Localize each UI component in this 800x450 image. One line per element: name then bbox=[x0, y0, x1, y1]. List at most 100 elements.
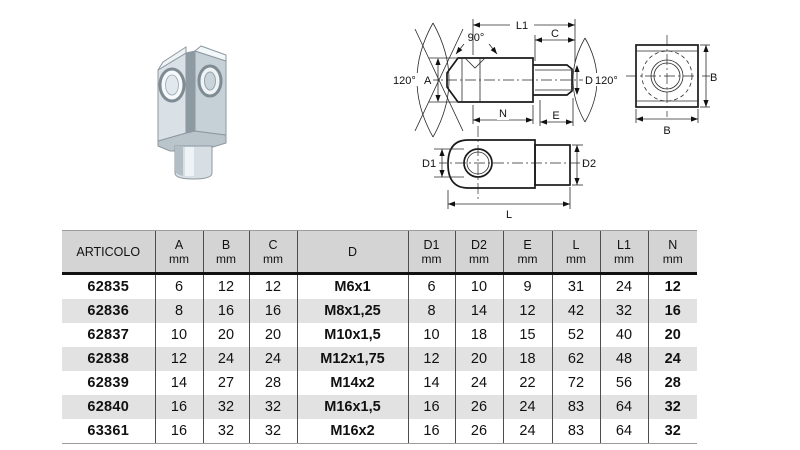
cell-b: 27 bbox=[202, 371, 249, 395]
cell-d2: 26 bbox=[454, 395, 503, 419]
table-row: 63361 16 32 32 M16x2 16 26 24 83 64 32 bbox=[62, 419, 697, 444]
cell-d: M14x2 bbox=[296, 371, 408, 395]
dim-l1-label: L1 bbox=[516, 20, 528, 32]
cell-d2: 24 bbox=[454, 371, 503, 395]
dim-d-label: D bbox=[585, 75, 593, 87]
cell-d2: 10 bbox=[454, 273, 503, 299]
cell-a: 14 bbox=[154, 371, 203, 395]
dim-a-label: A bbox=[424, 75, 432, 87]
cell-d1: 12 bbox=[407, 347, 455, 371]
cell-articolo: 62840 bbox=[87, 399, 130, 415]
cell-l1: 64 bbox=[599, 395, 648, 419]
dim-d1-label: D1 bbox=[422, 158, 436, 170]
dim-l-label: L bbox=[506, 209, 512, 221]
cell-n: 32 bbox=[647, 419, 697, 444]
cell-d2: 14 bbox=[454, 299, 503, 323]
cell-articolo: 62838 bbox=[87, 351, 130, 367]
cell-b: 32 bbox=[202, 395, 249, 419]
cell-d1: 16 bbox=[407, 419, 455, 444]
cell-l1: 40 bbox=[599, 323, 648, 347]
cell-articolo: 62839 bbox=[87, 375, 130, 391]
cell-c: 16 bbox=[248, 299, 297, 323]
dim-b-right-label: B bbox=[710, 72, 717, 84]
col-header-articolo: ARTICOLO bbox=[62, 230, 155, 275]
dim-n-label: N bbox=[499, 108, 507, 120]
dim-c-label: C bbox=[551, 28, 559, 40]
cell-d: M16x2 bbox=[296, 419, 408, 444]
cell-l1: 64 bbox=[599, 419, 648, 444]
cell-c: 20 bbox=[248, 323, 297, 347]
cell-c: 24 bbox=[248, 347, 297, 371]
cell-e: 24 bbox=[502, 419, 552, 444]
cell-l1: 24 bbox=[599, 273, 648, 299]
cell-d1: 6 bbox=[407, 273, 455, 299]
dim-b-bottom-label: B bbox=[663, 125, 670, 137]
cell-b: 32 bbox=[202, 419, 249, 444]
dim-d2-label: D2 bbox=[582, 158, 596, 170]
cell-n: 16 bbox=[647, 299, 697, 323]
cell-articolo: 63361 bbox=[62, 419, 155, 444]
cell-d: M10x1,5 bbox=[296, 323, 408, 347]
cell-e: 12 bbox=[502, 299, 552, 323]
table-row: 62836 8 16 16 M8x1,25 8 14 12 42 32 16 bbox=[62, 299, 697, 323]
cell-e: 22 bbox=[502, 371, 552, 395]
cell-n: 28 bbox=[647, 371, 697, 395]
cell-d1: 10 bbox=[407, 323, 455, 347]
cell-l: 72 bbox=[551, 371, 600, 395]
cell-l: 52 bbox=[551, 323, 600, 347]
cell-b: 12 bbox=[202, 273, 249, 299]
cell-d: M6x1 bbox=[296, 273, 408, 299]
cell-a: 10 bbox=[154, 323, 203, 347]
technical-drawing-side-view: 90° 120° A L1 C D bbox=[391, 19, 625, 138]
product-photo-clevis bbox=[157, 45, 227, 180]
cell-d2: 26 bbox=[454, 419, 503, 444]
technical-drawing-end-view: B B bbox=[626, 35, 717, 137]
cell-d1: 14 bbox=[407, 371, 455, 395]
table-row: 62839 14 27 28 M14x2 14 24 22 72 56 28 bbox=[62, 371, 697, 395]
cell-n: 12 bbox=[647, 273, 697, 299]
dim-e-label: E bbox=[552, 110, 559, 122]
angle-120-left-label: 120° bbox=[393, 75, 416, 87]
cell-c: 32 bbox=[248, 419, 297, 444]
cell-d: M16x1,5 bbox=[296, 395, 408, 419]
cell-e: 15 bbox=[502, 323, 552, 347]
cell-n: 20 bbox=[647, 323, 697, 347]
cell-articolo: 62837 bbox=[87, 327, 130, 343]
cell-d1: 8 bbox=[407, 299, 455, 323]
cell-e: 24 bbox=[502, 395, 552, 419]
cell-b: 24 bbox=[202, 347, 249, 371]
cell-l1: 56 bbox=[599, 371, 648, 395]
cell-articolo: 62836 bbox=[87, 303, 130, 319]
cell-l: 42 bbox=[551, 299, 600, 323]
cell-d1: 16 bbox=[407, 395, 455, 419]
cell-l: 62 bbox=[551, 347, 600, 371]
cell-a: 16 bbox=[154, 395, 203, 419]
cell-articolo: 62835 bbox=[87, 279, 130, 295]
table-row: 62840 16 32 32 M16x1,5 16 26 24 83 64 32 bbox=[62, 395, 697, 419]
cell-a: 12 bbox=[154, 347, 203, 371]
cell-a: 16 bbox=[154, 419, 203, 444]
cell-l1: 32 bbox=[599, 299, 648, 323]
cell-n: 24 bbox=[647, 347, 697, 371]
cell-c: 32 bbox=[248, 395, 297, 419]
cell-a: 6 bbox=[154, 273, 203, 299]
cell-c: 28 bbox=[248, 371, 297, 395]
table-row: 62835 6 12 12 M6x1 6 10 9 31 24 12 bbox=[62, 273, 697, 299]
cell-l: 83 bbox=[551, 419, 600, 444]
cell-b: 20 bbox=[202, 323, 249, 347]
cell-l: 31 bbox=[551, 273, 600, 299]
cell-d: M8x1,25 bbox=[296, 299, 408, 323]
cell-e: 9 bbox=[502, 273, 552, 299]
technical-drawing-clevis-view: D1 D2 L bbox=[421, 126, 596, 221]
cell-d: M12x1,75 bbox=[296, 347, 408, 371]
clevis-slot bbox=[185, 50, 196, 134]
